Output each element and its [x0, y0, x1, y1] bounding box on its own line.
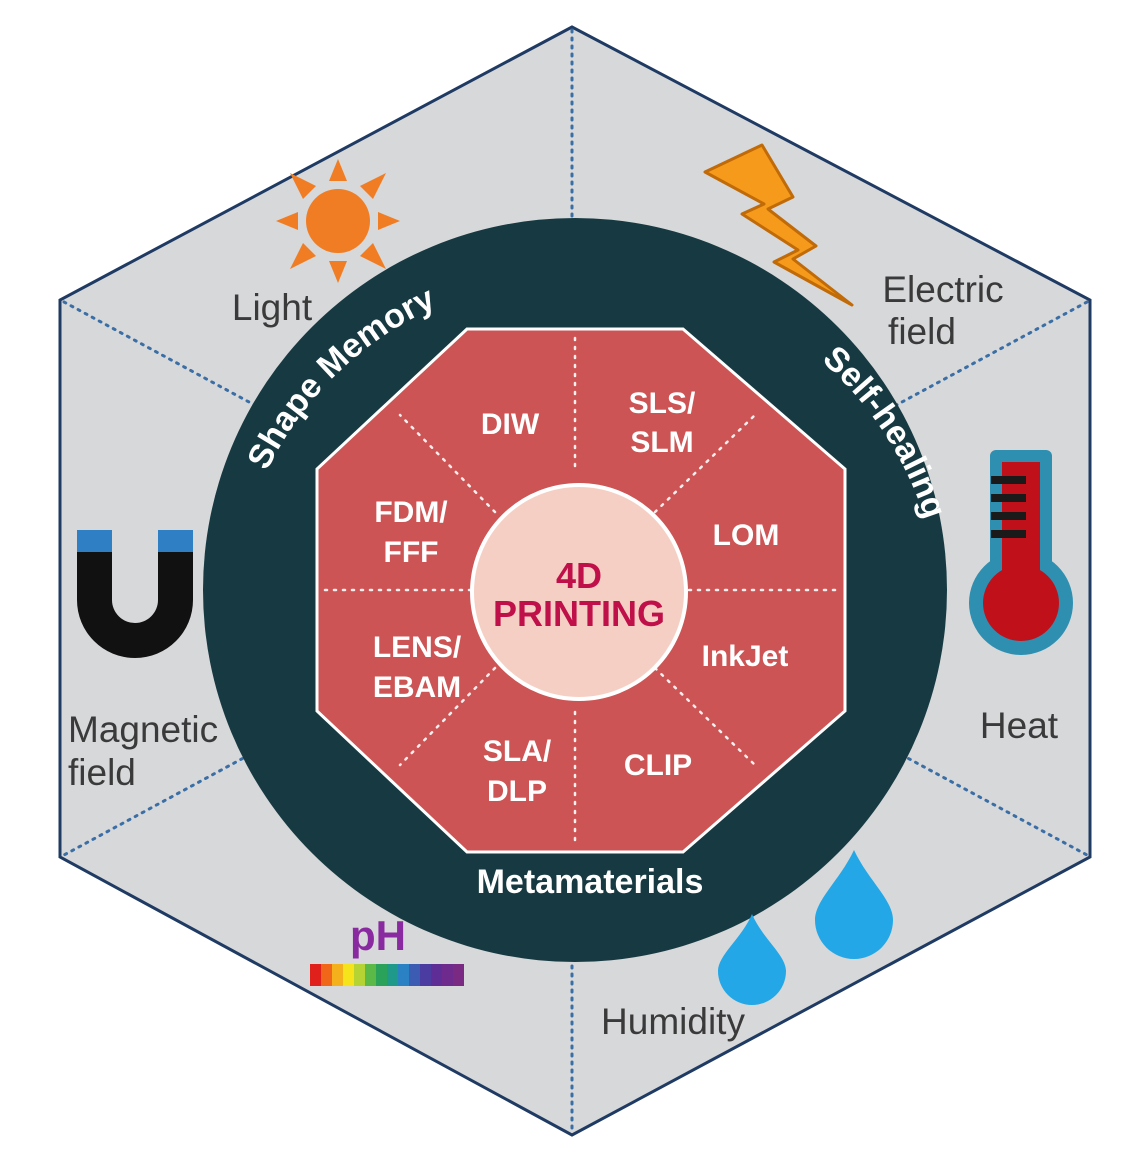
stimulus-label-light: Light [232, 287, 313, 328]
tech-label-sls-line2: SLM [630, 426, 693, 459]
tech-label-lens-line1: LENS/ [373, 631, 462, 664]
center-title-line2: PRINTING [493, 593, 665, 634]
stimulus-label-electric-line2: field [888, 311, 956, 352]
water-drops-icon [718, 850, 893, 1005]
thermometer-icon [969, 450, 1073, 655]
stimulus-label-humidity: Humidity [601, 1001, 745, 1042]
tech-label-inkjet: InkJet [702, 640, 789, 673]
sun-icon [276, 159, 400, 283]
ring-label-metamaterials: Metamaterials [477, 863, 704, 901]
tech-label-clip: CLIP [624, 749, 692, 782]
stimulus-label-heat: Heat [980, 705, 1059, 746]
tech-label-lens-line2: EBAM [373, 671, 461, 704]
ph-spectrum-icon [310, 964, 464, 986]
magnet-icon [77, 530, 193, 658]
center-title-line1: 4D [556, 555, 602, 596]
stimulus-label-magnetic-line1: Magnetic [68, 709, 218, 750]
lightning-bolt-icon [703, 143, 854, 307]
tech-label-sla-line1: SLA/ [483, 735, 552, 768]
tech-label-diw: DIW [481, 408, 540, 441]
stimulus-label-ph: pH [350, 912, 406, 959]
tech-label-sla-line2: DLP [487, 775, 547, 808]
stimulus-label-magnetic-line2: field [68, 752, 136, 793]
tech-label-sls-line1: SLS/ [629, 387, 696, 420]
stimulus-label-electric-line1: Electric [882, 269, 1003, 310]
tech-label-fdm-line2: FFF [384, 536, 439, 569]
tech-label-lom: LOM [713, 519, 780, 552]
octagon-spokes [323, 336, 840, 847]
tech-label-fdm-line1: FDM/ [374, 496, 448, 529]
center-circle [470, 483, 688, 701]
